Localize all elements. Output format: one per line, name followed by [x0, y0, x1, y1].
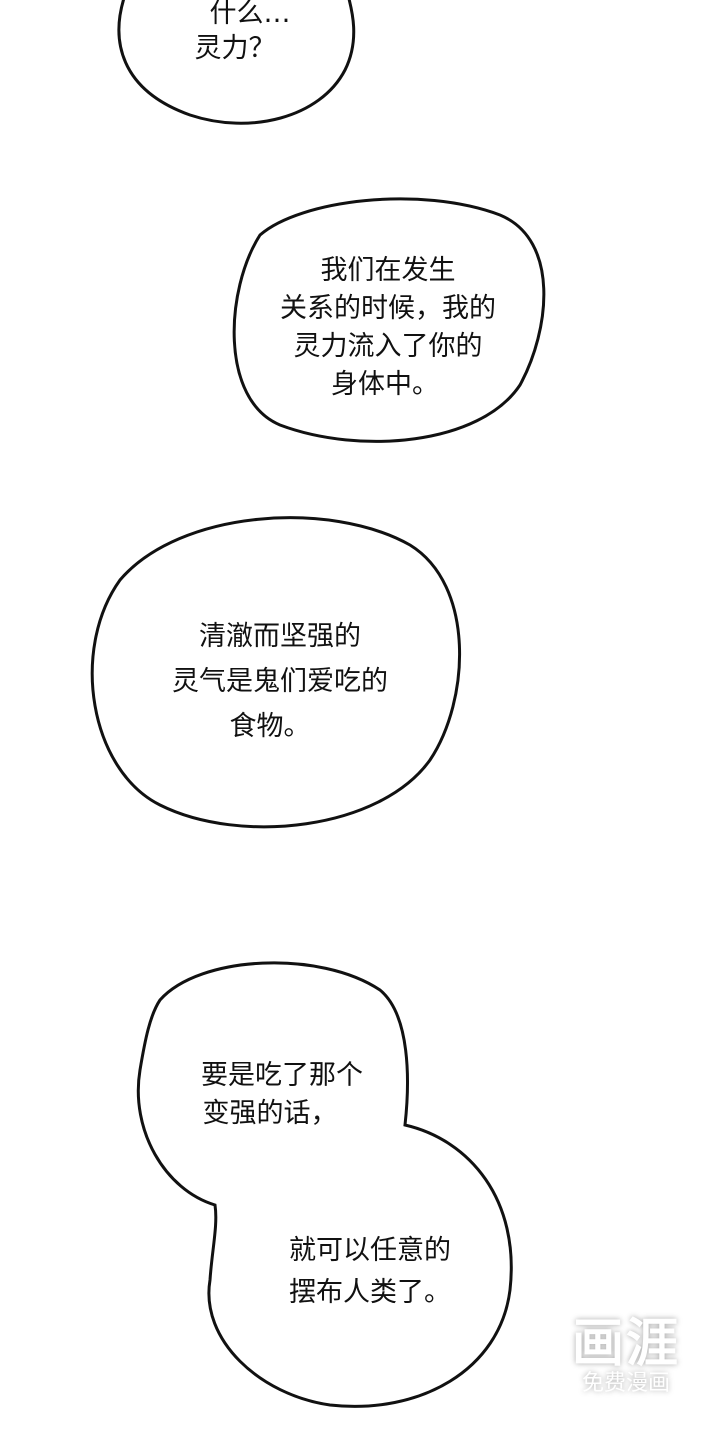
- bubble-text-line: 身体中。: [331, 369, 439, 400]
- bubble-text-line: 什么…: [209, 0, 291, 29]
- bubble-2-outline: [232, 197, 546, 443]
- bubble-text-line: 清澈而坚强的: [199, 621, 361, 652]
- bubble-1-outline: [117, 0, 356, 125]
- bubble-text-line: 食物。: [229, 711, 311, 742]
- bubble-text-line: 就可以任意的: [289, 1235, 451, 1266]
- watermark-tagline: 免费漫画: [581, 1371, 670, 1396]
- watermark-logo-text: 画涯: [571, 1314, 680, 1374]
- bubble-4-outline: [136, 961, 513, 1408]
- bubble-text-line: 要是吃了那个: [201, 1060, 363, 1091]
- bubble-3-outline: [90, 516, 462, 829]
- bubble-text-line: 变强的话，: [202, 1098, 338, 1129]
- bubble-text-line: 关系的时候，我的: [280, 293, 496, 324]
- bubble-text-line: 摆布人类了。: [289, 1277, 451, 1308]
- bubble-text-line: 灵力？: [194, 33, 276, 64]
- bubble-text-line: 我们在发生: [320, 255, 456, 286]
- watermark-logo: 画涯 免费漫画: [566, 1318, 686, 1399]
- bubble-text-line: 灵气是鬼们爱吃的: [172, 666, 388, 697]
- bubble-text-line: 灵力流入了你的: [293, 331, 483, 362]
